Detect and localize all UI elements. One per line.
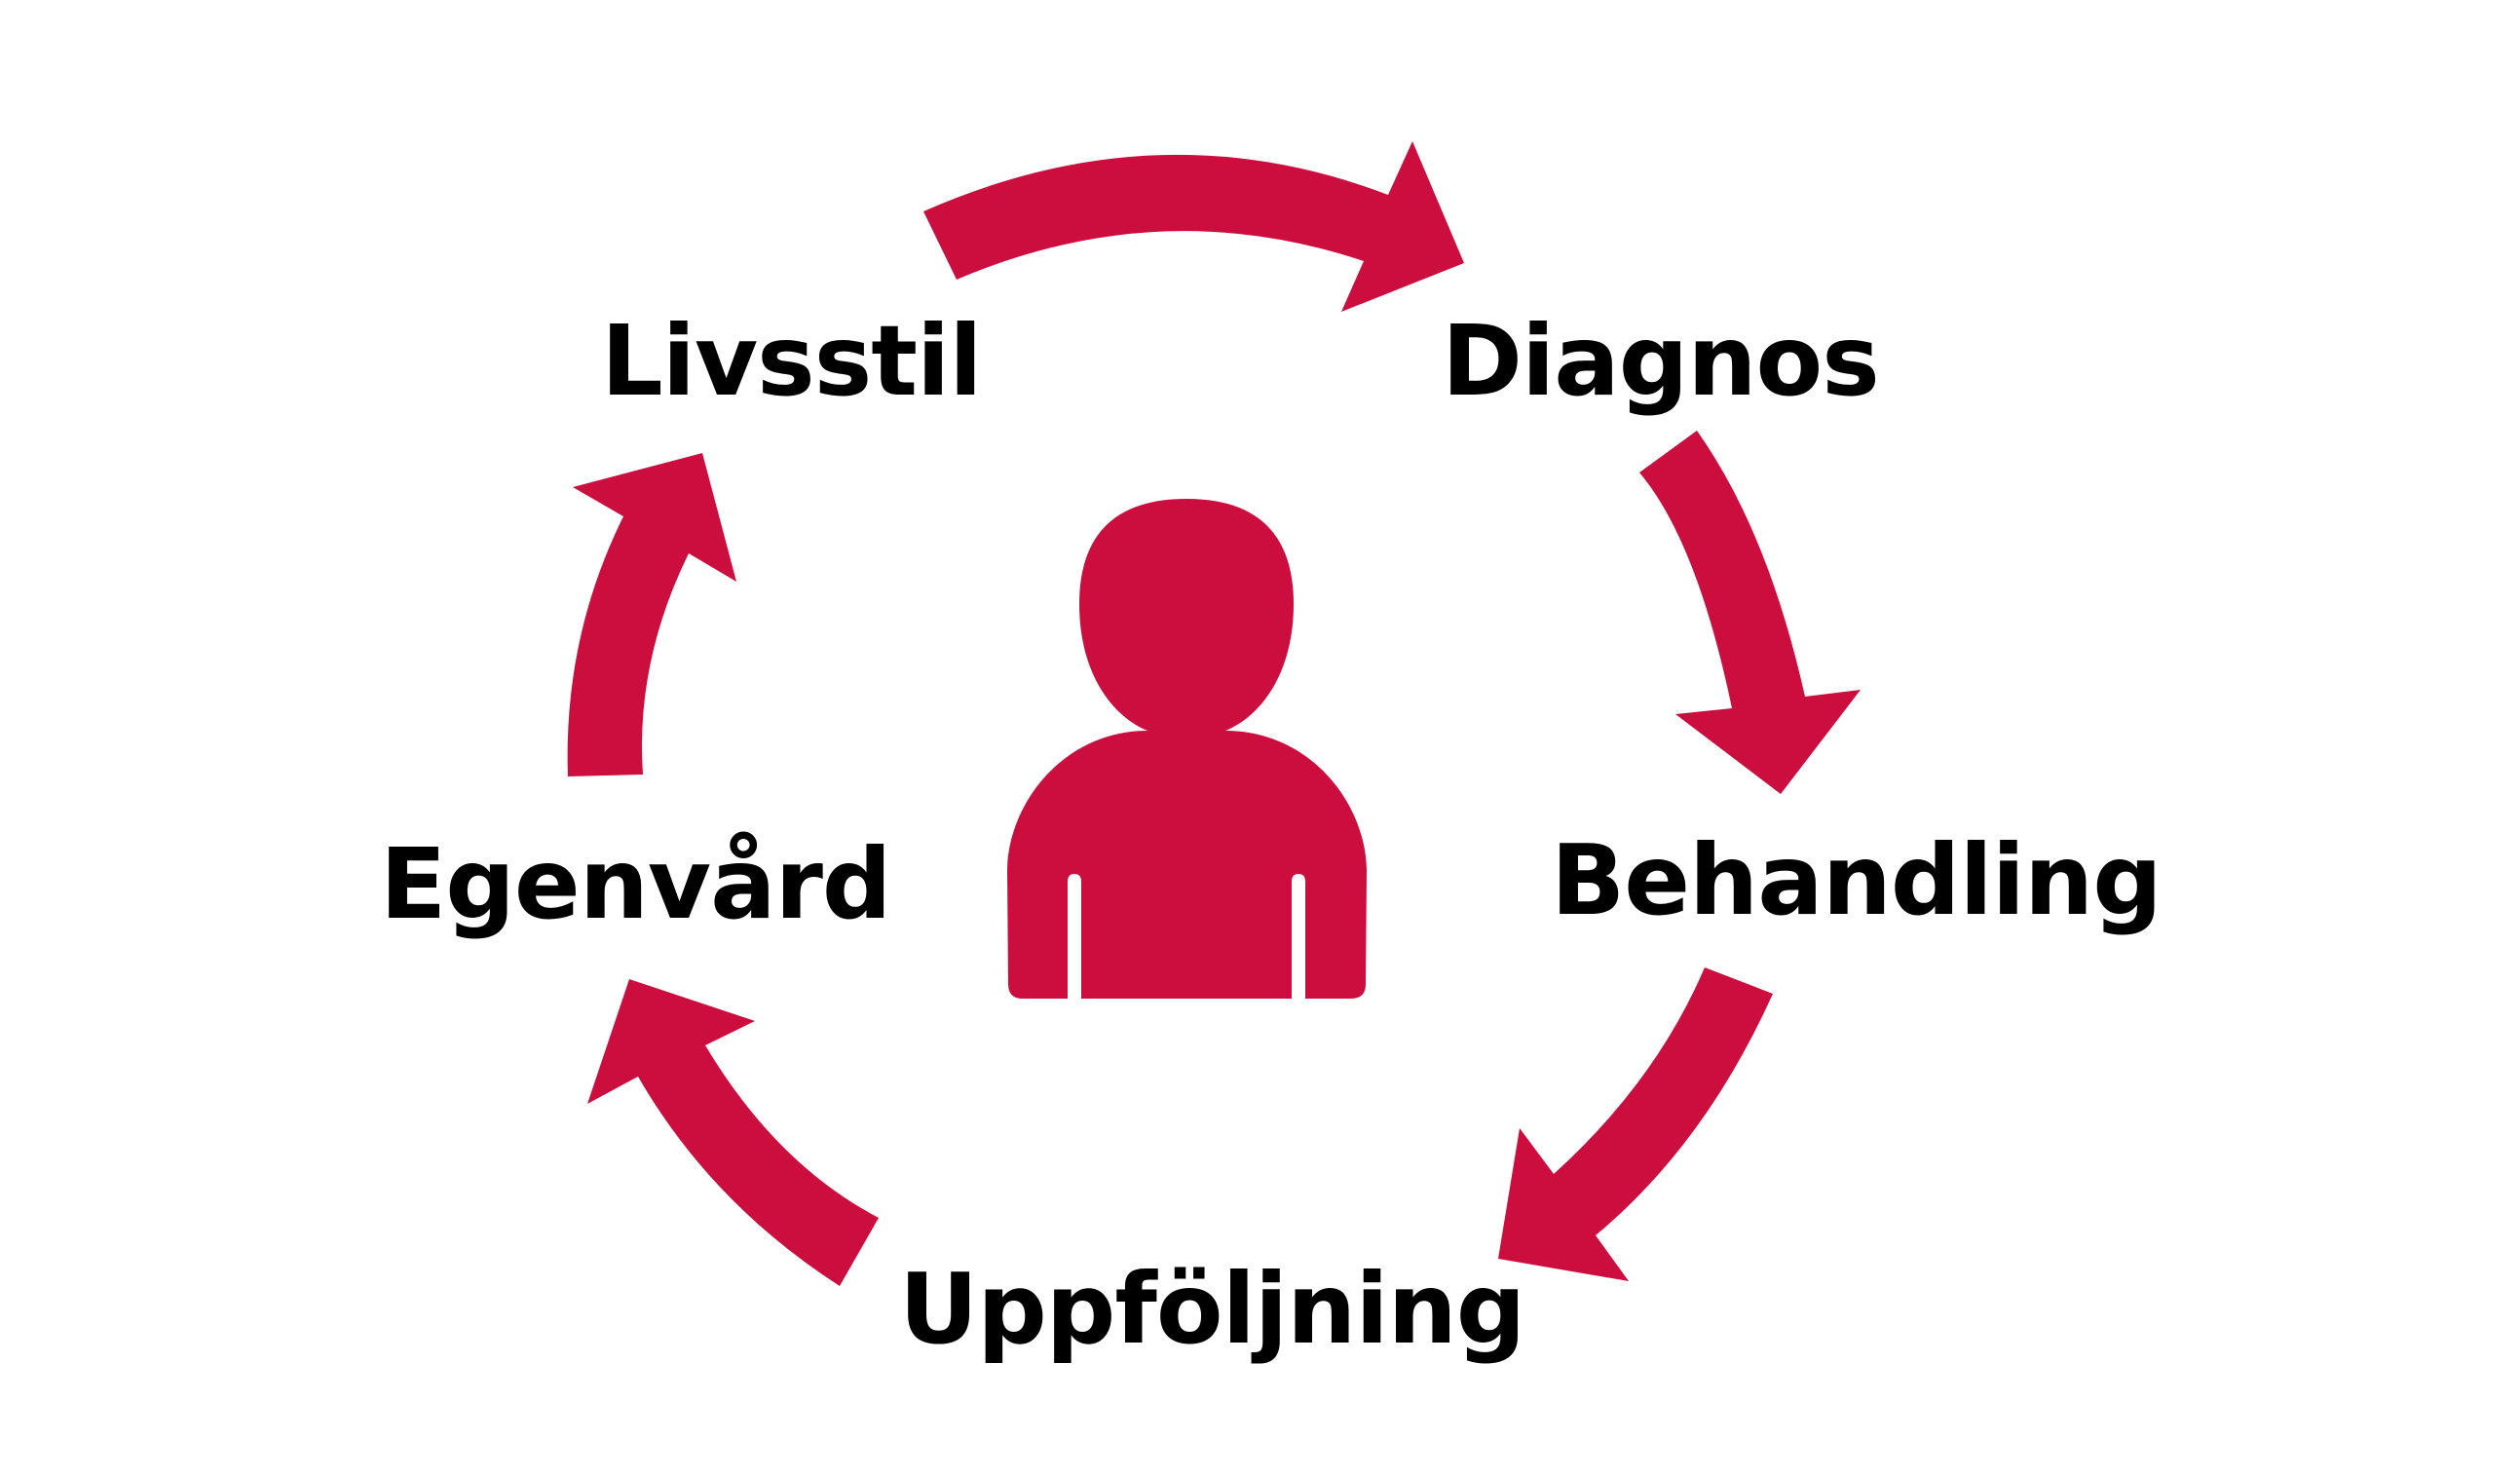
- arrow-egenvard-to-livsstil: [567, 453, 736, 776]
- arrow-behandling-to-uppfoljning: [1498, 967, 1773, 1281]
- label-behandling: Behandling: [1551, 823, 2162, 937]
- arrow-diagnos-to-behandling: [1639, 431, 1861, 794]
- label-diagnos: Diagnos: [1442, 304, 1879, 418]
- label-uppfoljning: Uppföljning: [899, 1252, 1524, 1366]
- label-egenvard: Egenvård: [380, 827, 890, 941]
- arrow-uppfoljning-to-egenvard: [587, 979, 879, 1286]
- person-icon: [1007, 499, 1367, 999]
- arrow-livsstil-to-diagnos: [923, 141, 1464, 312]
- label-livsstil: Livsstil: [601, 304, 982, 418]
